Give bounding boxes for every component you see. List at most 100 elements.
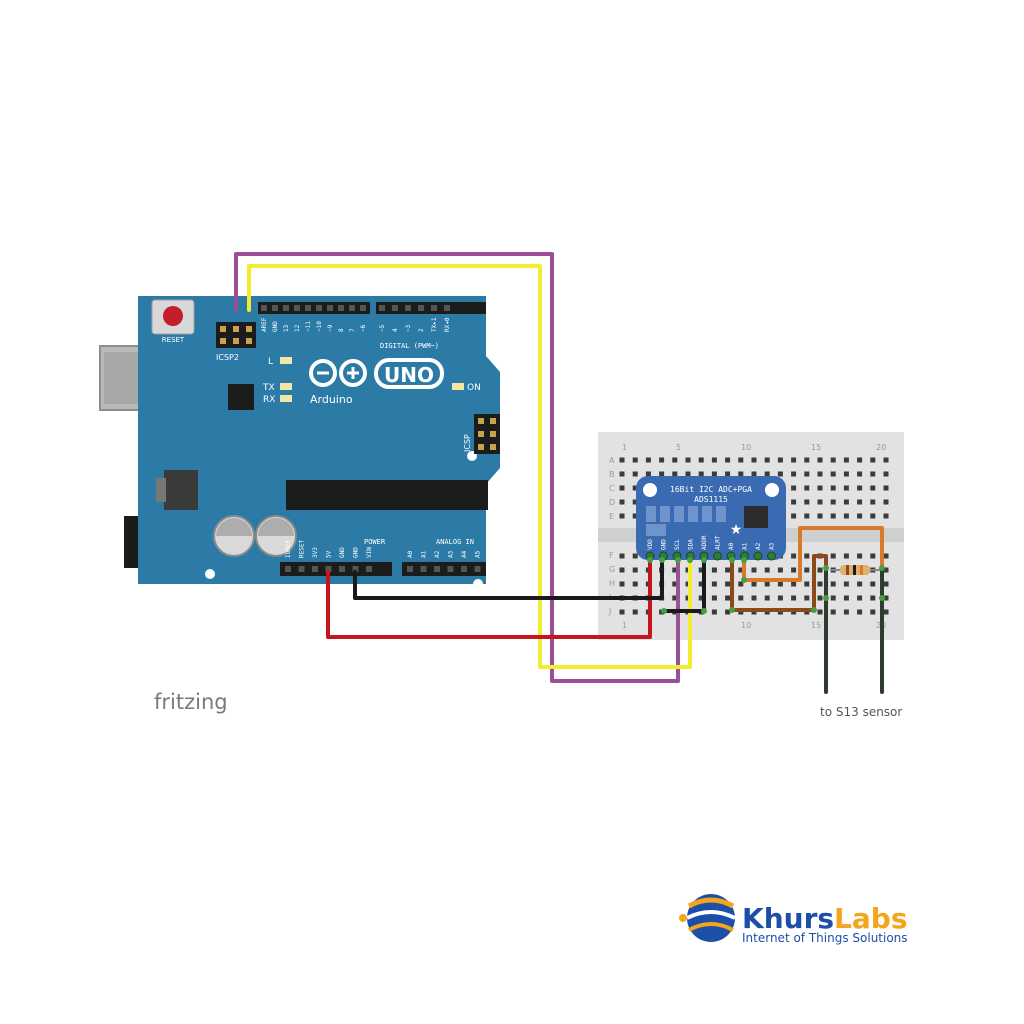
breadboard-hole: [804, 513, 810, 519]
breadboard-hole: [857, 553, 863, 559]
arduino-logo: UNO Arduino: [309, 358, 444, 406]
breadboard-hole: [870, 609, 876, 615]
wire-endpoint: [687, 557, 693, 563]
power-pin-label: VIN: [366, 547, 373, 558]
breadboard-hole: [791, 499, 797, 505]
analog-pin-label: A5: [475, 550, 482, 558]
row-letter-a: A: [609, 456, 615, 465]
col-number-15-bottom: 15: [811, 621, 821, 630]
module-chip-name: ADS1115: [694, 495, 728, 504]
breadboard-hole: [698, 471, 704, 477]
breadboard-hole: [791, 567, 797, 573]
breadboard-hole: [619, 485, 625, 491]
module-mount-hole: [643, 483, 657, 497]
breadboard-hole: [725, 567, 731, 573]
wire-endpoint: [701, 608, 707, 614]
breadboard-hole: [870, 485, 876, 491]
breadboard-hole: [817, 485, 823, 491]
star-icon: ★: [730, 522, 743, 538]
module-pin-label: SDA: [688, 539, 695, 550]
breadboard-hole: [830, 471, 836, 477]
breadboard-hole: [791, 581, 797, 587]
breadboard-hole: [791, 553, 797, 559]
breadboard-hole: [883, 457, 889, 463]
breadboard-hole: [619, 499, 625, 505]
breadboard-hole: [843, 471, 849, 477]
ads1115-chip: [744, 506, 768, 528]
breadboard-hole: [857, 595, 863, 601]
module-pin-label: A0: [728, 542, 735, 550]
wire-yellow-sda: [247, 264, 692, 669]
wire-endpoint: [661, 608, 667, 614]
wires: [234, 252, 884, 694]
module-mount-hole: [765, 483, 779, 497]
wire-endpoint: [659, 557, 665, 563]
breadboard-hole: [857, 581, 863, 587]
breadboard-hole: [817, 567, 823, 573]
khurslabs-globe-icon: [679, 894, 736, 942]
breadboard-hole: [659, 457, 665, 463]
analog-header-pin: [420, 566, 427, 572]
row-letter-h: H: [609, 579, 615, 588]
breadboard-hole: [711, 471, 717, 477]
reset-button-cap[interactable]: [163, 306, 183, 326]
analog-header-pin: [434, 566, 440, 572]
breadboard-hole: [804, 471, 810, 477]
breadboard-hole: [843, 457, 849, 463]
power-pin-label: 3V3: [312, 547, 319, 558]
row-letter-f: F: [609, 551, 614, 560]
breadboard-hole: [738, 567, 744, 573]
breadboard-hole: [725, 609, 731, 615]
led-rx-label: RX: [263, 395, 275, 405]
power-pin-label: GND: [353, 547, 360, 558]
breadboard-hole: [619, 581, 625, 587]
breadboard-hole: [830, 581, 836, 587]
breadboard-hole: [870, 553, 876, 559]
header-pin: [283, 305, 289, 311]
breadboard-hole: [632, 513, 638, 519]
power-header-pin: [285, 566, 291, 572]
digital-pin-label: 13: [283, 324, 290, 332]
wire-endpoint: [741, 577, 747, 583]
voltage-regulator: [164, 470, 198, 510]
digital-pin-label: 12: [294, 324, 301, 332]
breadboard-hole: [883, 485, 889, 491]
logo-arduino-text: Arduino: [310, 393, 353, 406]
breadboard-hole: [830, 513, 836, 519]
breadboard-hole: [777, 471, 783, 477]
module-pin-label: VDD: [647, 539, 654, 550]
breadboard-hole: [857, 457, 863, 463]
analog-pin-label: A2: [434, 550, 441, 558]
module-pin-label: ADDR: [701, 535, 708, 550]
power-pin-label: 5V: [326, 550, 333, 558]
row-letter-b: B: [609, 470, 615, 479]
header-pin: [316, 305, 322, 311]
breadboard-hole: [804, 553, 810, 559]
breadboard-hole: [817, 609, 823, 615]
digital-pin-label: ~11: [305, 321, 312, 332]
breadboard-hole: [645, 471, 651, 477]
header-pin: [444, 305, 450, 311]
breadboard-hole: [711, 457, 717, 463]
power-header-pin: [339, 566, 345, 572]
breadboard-hole: [632, 553, 638, 559]
breadboard-hole: [685, 471, 691, 477]
header-pin: [360, 305, 366, 311]
breadboard-hole: [751, 457, 757, 463]
fritzing-logo-text: fritzing: [154, 690, 228, 714]
header-pin: [405, 305, 411, 311]
breadboard-hole: [791, 513, 797, 519]
breadboard-hole: [645, 457, 651, 463]
wire-endpoint: [701, 557, 707, 563]
breadboard-hole: [632, 485, 638, 491]
module-pin: [753, 551, 763, 561]
col-number-20: 20: [876, 443, 886, 452]
analog-header-pin: [461, 566, 467, 572]
wire-endpoint: [823, 595, 829, 601]
breadboard-hole: [764, 567, 770, 573]
col-number-5: 5: [676, 443, 681, 452]
breadboard-hole: [777, 581, 783, 587]
breadboard-hole: [685, 457, 691, 463]
